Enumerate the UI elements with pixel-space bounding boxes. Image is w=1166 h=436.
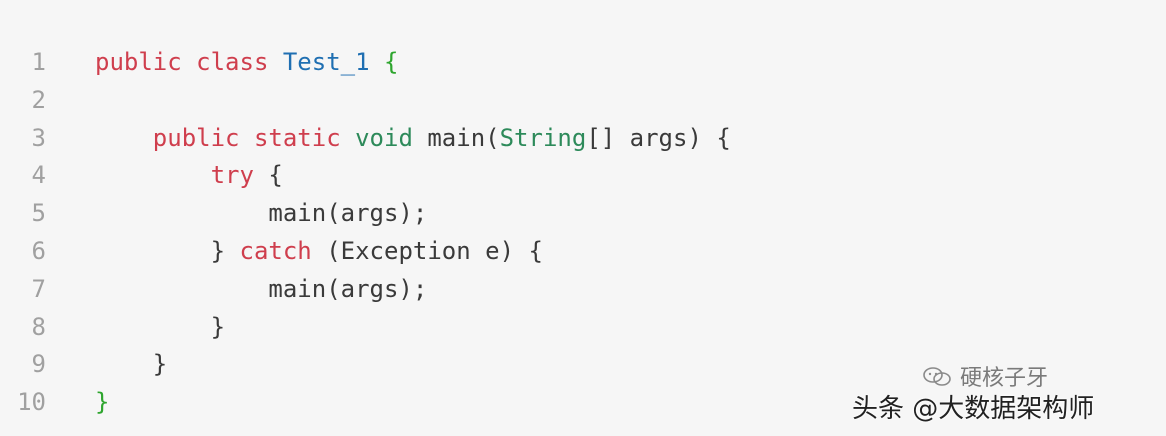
- code-line: 5 main(args);: [0, 195, 1166, 233]
- code-token-plain: main(: [412, 123, 500, 152]
- code-token-keyword: public: [95, 48, 182, 76]
- line-number: 3: [31, 123, 46, 152]
- watermark: 硬核子牙 头条 @大数据架构师: [852, 360, 1152, 430]
- code-token-plain: [] args) {: [586, 123, 731, 152]
- line-code: main(args);: [95, 195, 427, 233]
- code-token-keyword: catch: [239, 236, 312, 265]
- line-code: try {: [95, 157, 283, 195]
- code-token-plain: [240, 124, 254, 152]
- code-token-keyword: public: [152, 123, 240, 152]
- code-token-keyword: try: [210, 161, 254, 190]
- line-number: 6: [31, 236, 46, 265]
- wechat-icon: [922, 366, 952, 388]
- code-token-builtin: String: [499, 123, 587, 152]
- code-token-plain: main(args);: [95, 199, 428, 228]
- line-code: } catch (Exception e) {: [95, 233, 543, 271]
- line-number: 4: [31, 161, 46, 190]
- code-token-plain: (Exception e) {: [311, 236, 543, 265]
- line-number: 9: [31, 350, 46, 379]
- line-code: main(args);: [95, 271, 427, 309]
- code-line: 2: [0, 82, 1166, 120]
- watermark-account-name: 硬核子牙: [960, 366, 1049, 391]
- code-token-type: Test_1: [282, 48, 370, 76]
- code-token-plain: [268, 48, 282, 76]
- code-token-plain: [95, 161, 211, 189]
- code-token-plain: }: [95, 236, 240, 265]
- line-number: 5: [31, 199, 46, 228]
- line-code: public static void main(String[] args) {: [95, 120, 731, 158]
- code-token-plain: }: [95, 350, 168, 379]
- code-line: 10}: [0, 384, 1166, 422]
- code-line: 9 }: [0, 346, 1166, 384]
- line-code: }: [95, 384, 109, 422]
- code-token-plain: [370, 48, 384, 76]
- code-line: 6 } catch (Exception e) {: [0, 233, 1166, 271]
- code-token-brace-green: }: [95, 388, 110, 417]
- line-code: public class Test_1 {: [95, 44, 398, 82]
- code-token-keyword: class: [196, 48, 269, 76]
- line-code: }: [95, 309, 225, 347]
- code-line: 3 public static void main(String[] args)…: [0, 120, 1166, 158]
- code-token-plain: {: [253, 161, 283, 190]
- line-number: 8: [31, 312, 46, 341]
- code-line: 4 try {: [0, 157, 1166, 195]
- code-token-builtin: void: [355, 123, 413, 152]
- line-code: }: [95, 346, 167, 384]
- code-line: 7 main(args);: [0, 271, 1166, 309]
- code-token-brace-green: {: [384, 48, 399, 76]
- line-number: 7: [31, 274, 46, 303]
- code-token-plain: [341, 124, 355, 152]
- code-line: 8 }: [0, 309, 1166, 347]
- code-token-keyword: static: [253, 123, 341, 152]
- line-number: 10: [17, 388, 46, 417]
- line-number: 2: [31, 85, 46, 114]
- code-token-plain: [95, 124, 153, 152]
- watermark-handle: 头条 @大数据架构师: [852, 394, 1095, 424]
- line-number: 1: [31, 48, 46, 76]
- code-token-plain: [182, 48, 196, 76]
- code-line: 1 public class Test_1 {: [0, 44, 1166, 82]
- code-token-plain: }: [95, 312, 226, 341]
- code-token-plain: main(args);: [95, 274, 428, 303]
